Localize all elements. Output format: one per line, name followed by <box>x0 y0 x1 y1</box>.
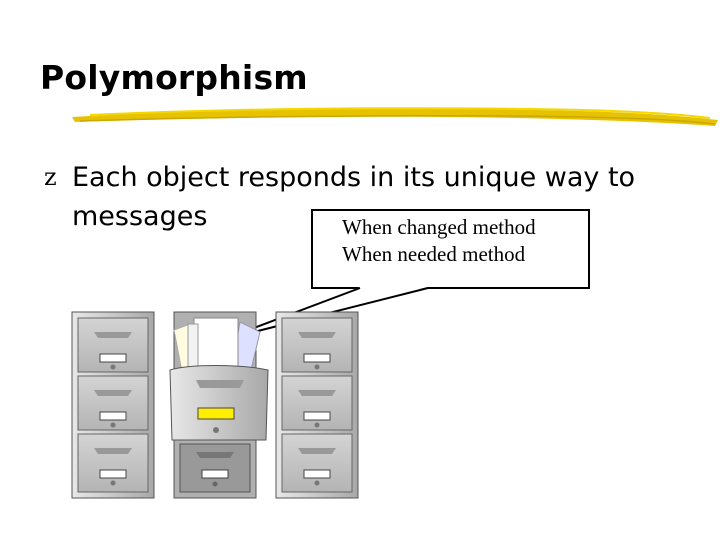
cabinet-middle <box>169 311 269 499</box>
file-cabinets-icon <box>71 311 359 499</box>
cabinet-right <box>275 311 359 499</box>
bullet-text: Each object responds in its unique way t… <box>72 158 712 236</box>
callout-line-2: When needed method <box>342 242 526 266</box>
bullet-line-1: Each object responds in its unique way t… <box>72 162 636 193</box>
callout-line-1: When changed method <box>342 215 536 239</box>
bullet-line-2: messages <box>72 201 208 232</box>
slide-title: Polymorphism <box>40 58 308 97</box>
callout-text: When changed method When needed method <box>342 214 536 268</box>
cabinet-left <box>71 311 155 499</box>
title-underline <box>72 107 718 126</box>
z-bullet-icon: z <box>44 163 57 191</box>
